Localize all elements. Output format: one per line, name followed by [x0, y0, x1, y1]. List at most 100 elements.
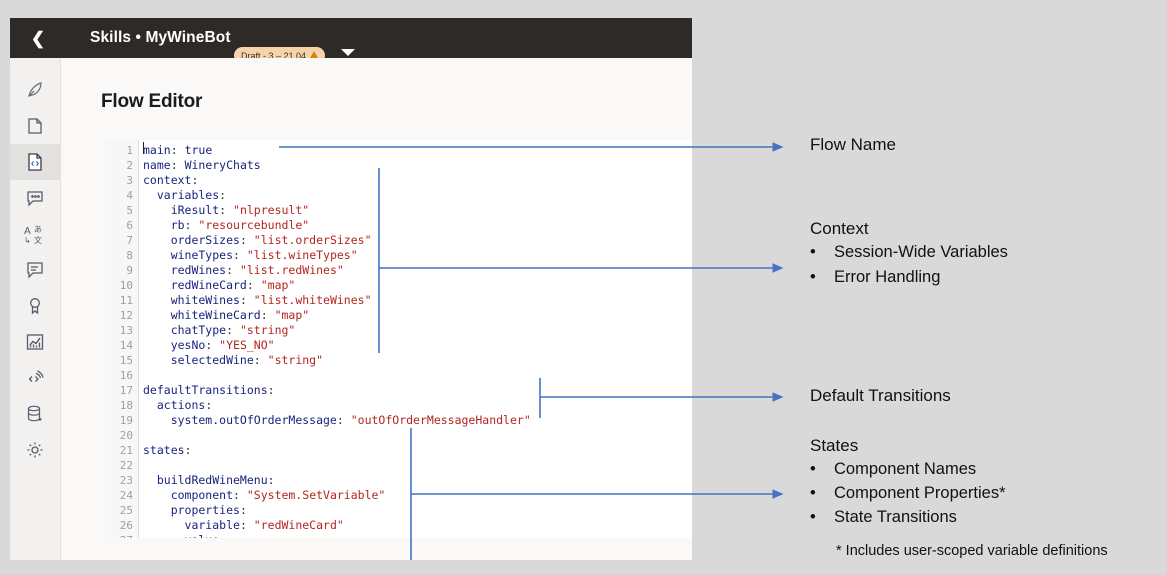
code-line[interactable]: name: WineryChats: [143, 158, 261, 173]
file-code-icon: [26, 152, 44, 172]
code-line[interactable]: variable: "redWineCard": [143, 518, 344, 533]
yaml-key: variables: [143, 188, 220, 202]
annotation-bullet-session-wide-variables: •Session-Wide Variables: [810, 243, 1008, 261]
yaml-colon: :: [336, 413, 344, 427]
line-number: 2: [126, 159, 133, 172]
chevron-left-icon[interactable]: ❮: [30, 28, 46, 48]
code-signal-icon: [25, 368, 45, 388]
code-line[interactable]: [143, 458, 150, 473]
code-line[interactable]: main: true: [143, 143, 212, 158]
code-line[interactable]: whiteWineCard: "map": [143, 308, 310, 323]
sidebar-item-settings[interactable]: [10, 432, 60, 468]
line-number: 9: [126, 264, 133, 277]
yaml-colon: :: [267, 383, 275, 397]
sidebar-item-intents[interactable]: [10, 180, 60, 216]
yaml-key: states: [143, 443, 185, 457]
annotation-bullet-component-names: •Component Names: [810, 460, 977, 478]
yaml-key: system.outOfOrderMessage: [143, 413, 337, 427]
code-line[interactable]: yesNo: "YES_NO": [143, 338, 275, 353]
sidebar-item-utterances[interactable]: [10, 252, 60, 288]
yaml-key: main: [143, 143, 171, 157]
code-line[interactable]: variables:: [143, 188, 226, 203]
sidebar-item-flow-editor[interactable]: [10, 144, 60, 180]
annotation-heading-flow-name: Flow Name: [810, 135, 896, 154]
code-line[interactable]: context:: [143, 173, 198, 188]
svg-text:↳: ↳: [24, 236, 31, 244]
bullet-dot-icon: •: [810, 484, 816, 502]
code-line[interactable]: [143, 428, 150, 443]
yaml-key: defaultTransitions: [143, 383, 268, 397]
sidebar-item-quality[interactable]: [10, 288, 60, 324]
code-line[interactable]: whiteWines: "list.whiteWines": [143, 293, 372, 308]
sidebar-item-flows[interactable]: [10, 108, 60, 144]
svg-text:文: 文: [34, 235, 42, 244]
line-number: 11: [119, 294, 133, 307]
sidebar-item-insights[interactable]: [10, 324, 60, 360]
line-number: 10: [119, 279, 133, 292]
yaml-key: variable: [143, 518, 240, 532]
line-number: 12: [119, 309, 133, 322]
line-number: 23: [119, 474, 133, 487]
yaml-key: properties: [143, 503, 240, 517]
yaml-value: "list.wineTypes": [239, 248, 358, 262]
chat-bubble-icon: [25, 189, 45, 207]
code-line[interactable]: defaultTransitions:: [143, 383, 275, 398]
yaml-value: "nlpresult": [226, 203, 310, 217]
code-line[interactable]: states:: [143, 443, 191, 458]
line-number: 1: [126, 144, 133, 157]
line-number: 25: [119, 504, 133, 517]
yaml-colon: :: [226, 323, 234, 337]
annotation-footnote: * Includes user-scoped variable definiti…: [836, 543, 1108, 559]
sidebar-item-quill[interactable]: [10, 72, 60, 108]
code-line[interactable]: wineTypes: "list.wineTypes": [143, 248, 358, 263]
code-line[interactable]: [143, 368, 150, 383]
sidebar-item-api[interactable]: [10, 360, 60, 396]
line-number: 26: [119, 519, 133, 532]
quill-icon: [25, 80, 45, 100]
page-breadcrumb-title: Skills • MyWineBot: [90, 29, 231, 46]
yaml-value: "list.whiteWines": [246, 293, 372, 307]
yaml-colon: :: [239, 233, 247, 247]
text-cursor: [143, 142, 144, 154]
code-line[interactable]: system.outOfOrderMessage: "outOfOrderMes…: [143, 413, 531, 428]
yaml-colon: :: [219, 203, 227, 217]
code-line[interactable]: properties:: [143, 503, 247, 518]
app-window: ❮ Skills • MyWineBot Draft - 3 – 21.04: [10, 18, 692, 560]
code-line[interactable]: selectedWine: "string": [143, 353, 323, 368]
yaml-value: "map": [267, 308, 310, 322]
code-line[interactable]: iResult: "nlpresult": [143, 203, 310, 218]
yaml-key: redWineCard: [143, 278, 247, 292]
sidebar-item-translations[interactable]: A あ ↳ 文: [10, 216, 60, 252]
yaml-colon: :: [219, 188, 227, 202]
sidebar-item-data[interactable]: [10, 396, 60, 432]
line-number: 7: [126, 234, 133, 247]
code-line[interactable]: redWineCard: "map": [143, 278, 296, 293]
yaml-key: actions: [143, 398, 206, 412]
yaml-colon: :: [233, 248, 240, 262]
code-line[interactable]: redWines: "list.redWines": [143, 263, 344, 278]
yaml-colon: :: [219, 533, 226, 538]
line-number: 22: [119, 459, 133, 472]
yaml-key: rb: [143, 218, 185, 232]
code-line[interactable]: actions:: [143, 398, 212, 413]
line-number: 21: [119, 444, 133, 457]
line-number: 16: [119, 369, 133, 382]
annotation-bullet-component-properties: •Component Properties*: [810, 484, 1006, 502]
annotation-bullet-error-handling: •Error Handling: [810, 268, 941, 286]
yaml-key: component: [143, 488, 234, 502]
code-line[interactable]: value:: [143, 533, 227, 538]
code-line[interactable]: buildRedWineMenu:: [143, 473, 275, 488]
code-line[interactable]: rb: "resourcebundle": [143, 218, 310, 233]
code-line[interactable]: chatType: "string": [143, 323, 296, 338]
code-line[interactable]: component: "System.SetVariable": [143, 488, 386, 503]
line-number: 24: [119, 489, 133, 502]
yaml-key: yesNo: [143, 338, 206, 352]
yaml-value: "map": [253, 278, 296, 292]
yaml-value: WineryChats: [177, 158, 261, 172]
chevron-down-icon[interactable]: [341, 49, 355, 56]
code-line[interactable]: orderSizes: "list.orderSizes": [143, 233, 372, 248]
